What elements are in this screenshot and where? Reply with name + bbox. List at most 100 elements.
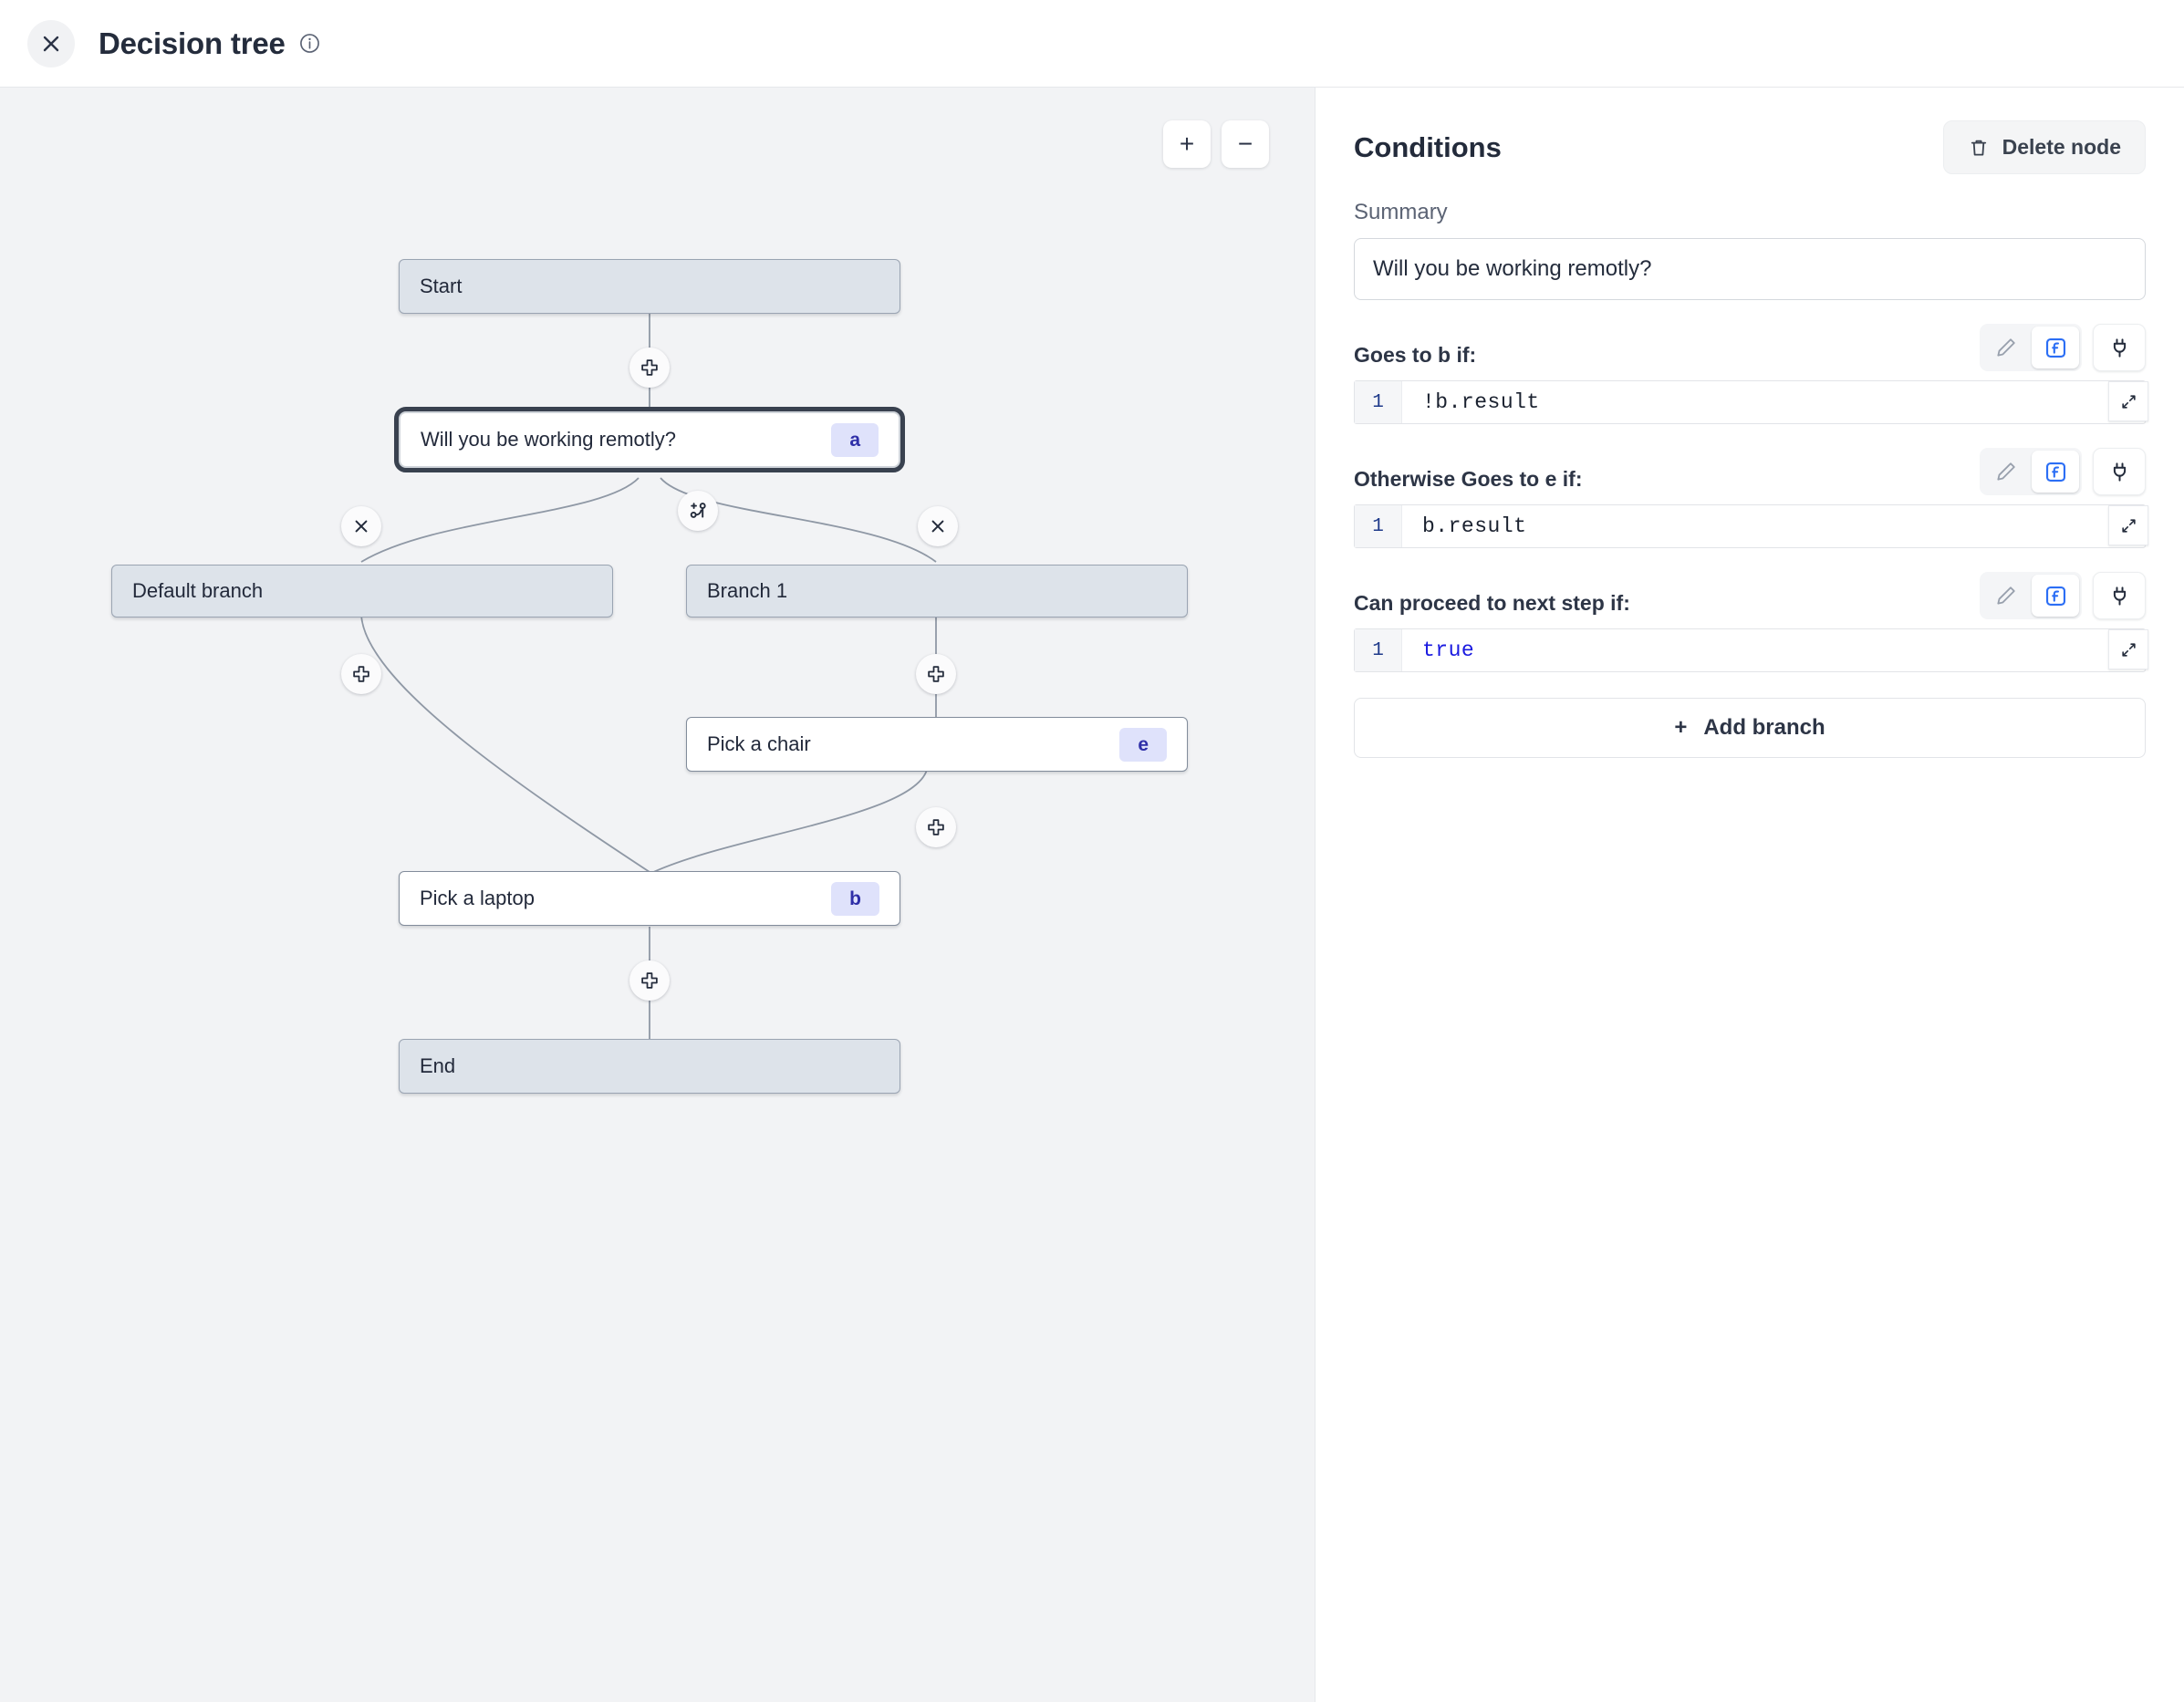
close-icon — [931, 520, 944, 533]
condition-label: Can proceed to next step if: — [1354, 591, 1630, 615]
flow-node-default-branch[interactable]: Default branch — [111, 565, 613, 617]
line-number: 1 — [1355, 505, 1402, 547]
code-editor-line[interactable]: 1 true — [1354, 628, 2148, 672]
zoom-controls: + − — [1163, 120, 1269, 168]
editor-mode-toggle — [1980, 572, 2082, 619]
flow-node-label: Will you be working remotly? — [421, 428, 676, 451]
flow-node-start[interactable]: Start — [399, 259, 900, 314]
code-editor-line[interactable]: 1 b.result — [1354, 504, 2148, 548]
condition-label: Otherwise Goes to e if: — [1354, 467, 1583, 491]
code-editor-line[interactable]: 1 !b.result — [1354, 380, 2148, 424]
insert-node-button-laptop-to-end[interactable] — [629, 960, 670, 1001]
flow-node-label: End — [420, 1054, 456, 1077]
page-title: Decision tree — [99, 26, 286, 60]
expand-editor-button[interactable] — [2108, 629, 2148, 669]
line-number: 1 — [1355, 629, 1402, 671]
condition-label: Goes to b if: — [1354, 343, 1477, 367]
expand-icon — [2121, 642, 2136, 657]
info-button[interactable] — [298, 32, 321, 55]
plus-node-icon — [353, 666, 369, 682]
expand-editor-button[interactable] — [2108, 505, 2148, 545]
expand-icon — [2121, 394, 2136, 409]
main-body: + − Start — [0, 88, 2184, 1702]
zoom-in-button[interactable]: + — [1163, 120, 1211, 168]
panel-header: Conditions Delete node — [1354, 120, 2146, 174]
close-icon — [355, 520, 368, 533]
function-mode-button[interactable] — [2032, 451, 2079, 493]
flow-node-end[interactable]: End — [399, 1039, 900, 1094]
condition-block-otherwise-goes-to-e: Otherwise Goes to e if: — [1354, 448, 2148, 548]
flow-node-question[interactable]: Will you be working remotly? a — [394, 407, 905, 472]
flow-node-pick-a-chair[interactable]: Pick a chair e — [686, 717, 1188, 772]
flow-node-badge: b — [831, 881, 879, 916]
delete-node-button[interactable]: Delete node — [1942, 120, 2146, 174]
plus-icon: + — [1674, 715, 1688, 740]
condition-tools — [1980, 324, 2146, 371]
flow-node-label: Default branch — [132, 579, 264, 602]
summary-input[interactable] — [1354, 238, 2146, 300]
close-button[interactable] — [27, 19, 75, 67]
flow-node-branch-1[interactable]: Branch 1 — [686, 565, 1188, 617]
flow-canvas[interactable]: + − Start — [0, 88, 1316, 1702]
line-number: 1 — [1355, 381, 1402, 423]
plus-node-icon — [641, 972, 658, 989]
pencil-icon — [1997, 338, 2015, 357]
info-icon — [299, 34, 319, 53]
insert-node-button-default-branch[interactable] — [341, 654, 381, 694]
connect-plug-button[interactable] — [2093, 324, 2146, 371]
text-mode-button[interactable] — [1982, 327, 2030, 368]
close-icon — [43, 36, 59, 51]
plus-node-icon — [928, 819, 944, 835]
condition-tools — [1980, 448, 2146, 495]
flow-node-label: Start — [420, 275, 463, 297]
flow-node-label: Branch 1 — [707, 579, 788, 602]
code-content[interactable]: true — [1422, 638, 1475, 662]
condition-block-can-proceed: Can proceed to next step if: — [1354, 572, 2148, 672]
condition-tools — [1980, 572, 2146, 619]
function-mode-button[interactable] — [2032, 327, 2079, 368]
text-mode-button[interactable] — [1982, 451, 2030, 493]
function-icon — [2045, 586, 2065, 606]
function-icon — [2045, 462, 2065, 482]
app-header: Decision tree — [0, 0, 2184, 88]
insert-node-button-branch-1[interactable] — [916, 654, 956, 694]
panel-title: Conditions — [1354, 130, 1502, 163]
function-icon — [2045, 337, 2065, 358]
delete-branch-button-branch-1[interactable] — [918, 506, 958, 546]
connect-plug-button[interactable] — [2093, 448, 2146, 495]
flow-node-label: Pick a chair — [707, 732, 811, 755]
add-branch-label: Add branch — [1703, 715, 1825, 740]
branch-plus-icon — [690, 503, 706, 518]
flow-node-pick-a-laptop[interactable]: Pick a laptop b — [399, 871, 900, 926]
condition-block-goes-to-b: Goes to b if: — [1354, 324, 2148, 424]
plug-icon — [2113, 586, 2126, 606]
plug-icon — [2113, 462, 2126, 482]
editor-mode-toggle — [1980, 324, 2082, 371]
code-content[interactable]: !b.result — [1422, 390, 1540, 414]
expand-editor-button[interactable] — [2108, 381, 2148, 421]
zoom-out-button[interactable]: − — [1222, 120, 1269, 168]
flow-node-badge: e — [1119, 727, 1167, 762]
plus-node-icon — [928, 666, 944, 682]
plus-node-icon — [641, 359, 658, 376]
pencil-icon — [1997, 586, 2015, 605]
conditions-panel: Conditions Delete node Summary Goes to b… — [1316, 88, 2184, 1702]
trash-icon — [1971, 140, 1986, 155]
expand-icon — [2121, 518, 2136, 533]
delete-node-label: Delete node — [2002, 135, 2121, 159]
add-branch-button[interactable]: + Add branch — [1354, 698, 2146, 758]
pencil-icon — [1997, 462, 2015, 481]
connect-plug-button[interactable] — [2093, 572, 2146, 619]
text-mode-button[interactable] — [1982, 575, 2030, 617]
insert-node-button-start-to-a[interactable] — [629, 348, 670, 388]
flow-node-label: Pick a laptop — [420, 887, 535, 909]
insert-node-button-chair-to-laptop[interactable] — [916, 807, 956, 847]
summary-label: Summary — [1354, 200, 1448, 224]
editor-mode-toggle — [1980, 448, 2082, 495]
delete-branch-button-default[interactable] — [341, 506, 381, 546]
plug-icon — [2113, 337, 2126, 358]
code-content[interactable]: b.result — [1422, 514, 1527, 538]
add-branch-button-canvas[interactable] — [678, 491, 718, 531]
function-mode-button[interactable] — [2032, 575, 2079, 617]
flow-node-badge: a — [831, 422, 879, 457]
